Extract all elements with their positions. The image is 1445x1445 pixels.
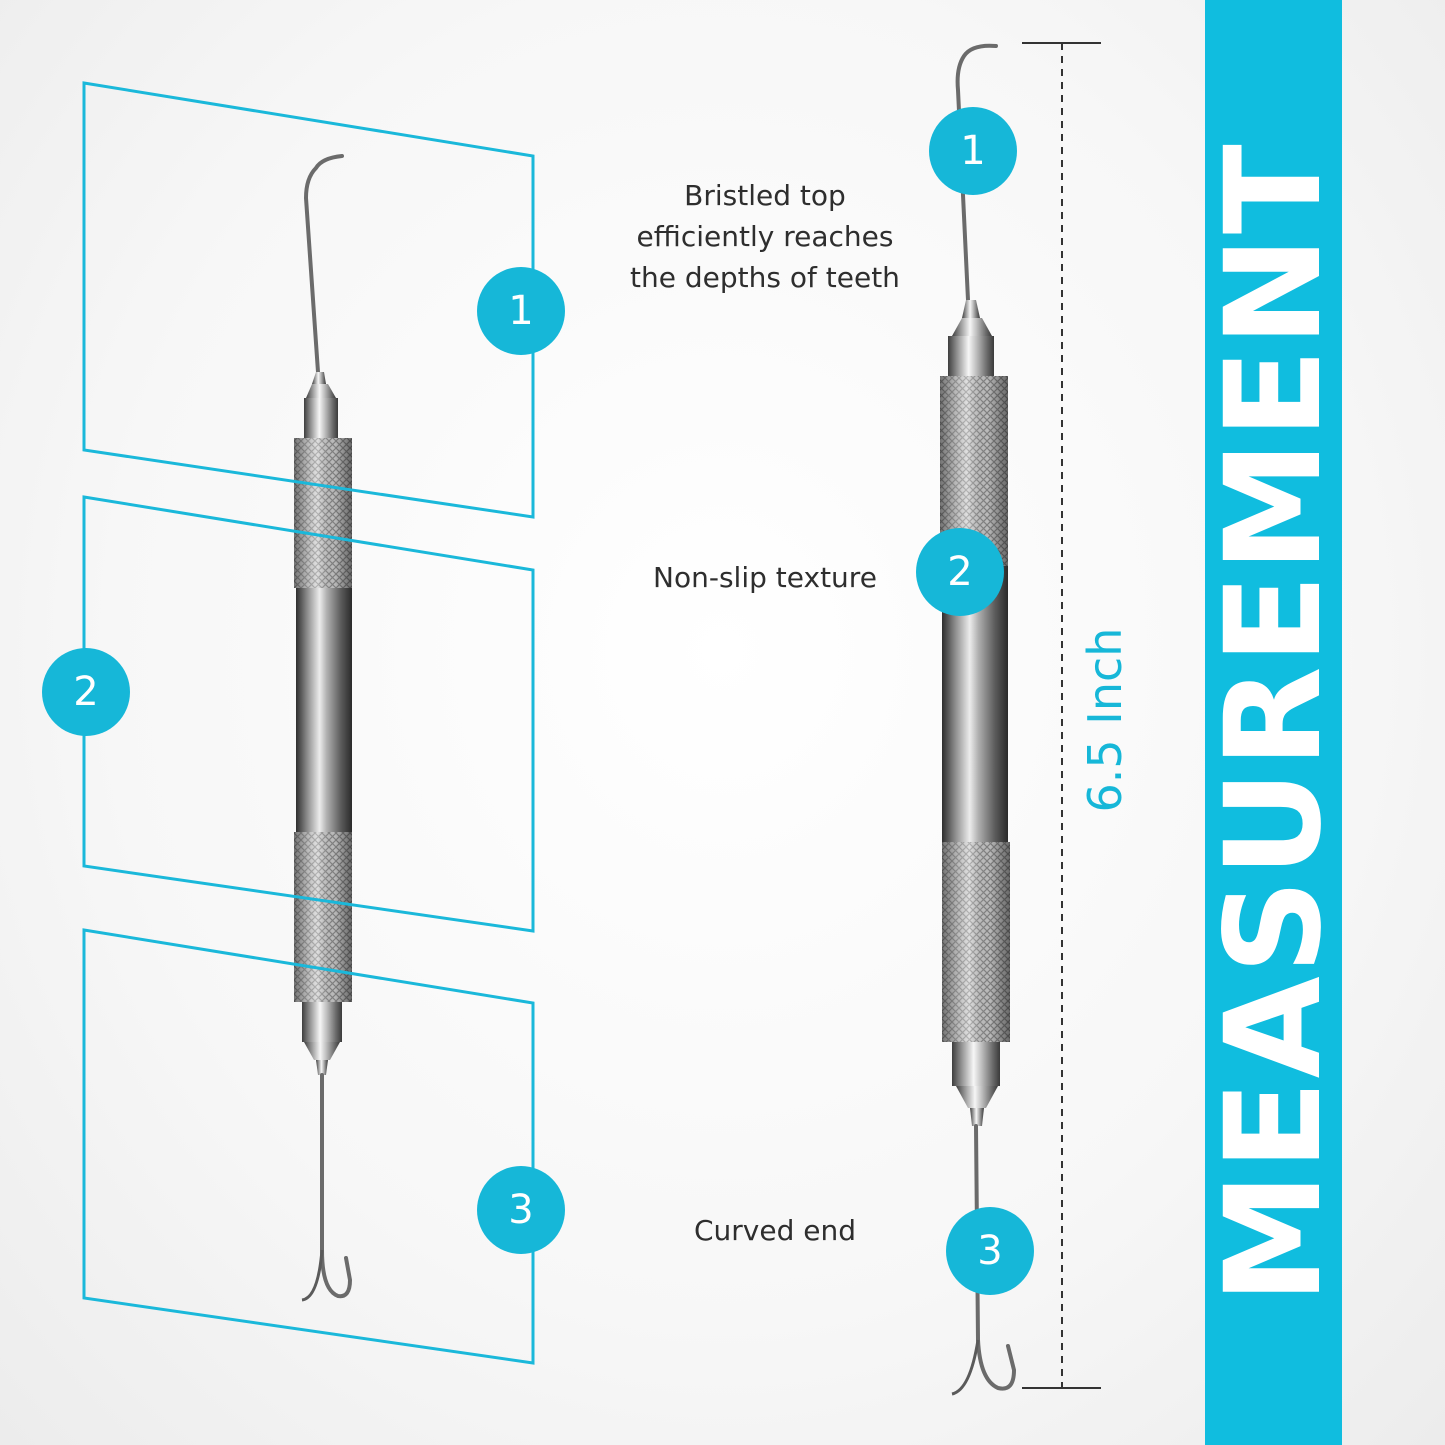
feature-caption-3: Curved end — [640, 1210, 910, 1251]
caption-line: efficiently reaches — [636, 220, 894, 253]
number-badge-2-left: 2 — [42, 648, 130, 736]
dimension-line — [1022, 42, 1101, 1389]
feature-caption-2: Non-slip texture — [600, 557, 930, 598]
number-badge-1-left: 1 — [477, 267, 565, 355]
measurement-banner: MEASUREMENT — [1196, 0, 1351, 1445]
number-badge-3-left: 3 — [477, 1166, 565, 1254]
number-badge-3-right: 3 — [946, 1207, 1034, 1295]
caption-line: Bristled top — [684, 179, 846, 212]
dental-scaler-tool-right — [940, 43, 1017, 1396]
number-badge-1-right: 1 — [929, 107, 1017, 195]
dimension-label: 6.5 Inch — [1075, 610, 1135, 830]
callout-frame-1 — [82, 81, 535, 519]
number-badge-2-right: 2 — [916, 528, 1004, 616]
caption-line: Curved end — [693, 1214, 857, 1247]
feature-caption-1: Bristled top efficiently reaches the dep… — [600, 175, 930, 298]
callout-frame-3 — [82, 928, 535, 1365]
dental-scaler-tool-left — [294, 154, 353, 1302]
caption-line: the depths of teeth — [630, 261, 900, 294]
banner-title: MEASUREMENT — [1196, 141, 1351, 1304]
dimension-text: 6.5 Inch — [1078, 627, 1132, 813]
callout-frame-2 — [82, 495, 535, 933]
caption-line: Non-slip texture — [653, 561, 877, 594]
